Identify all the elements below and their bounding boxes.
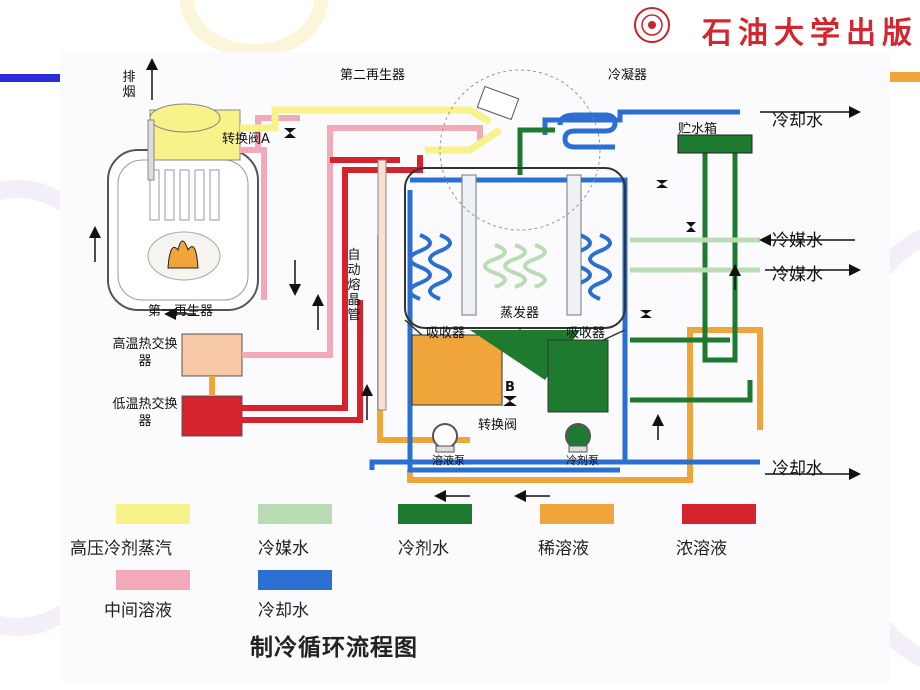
label-first-regenerator: 第一再生器: [148, 304, 214, 319]
refrigerant-sump: [547, 339, 609, 413]
label-switch-valve-a: 转换阀A: [222, 132, 270, 147]
label-valve-b: B: [505, 380, 515, 395]
exhaust-stack: [147, 119, 155, 181]
label-chilled-water-in: 冷媒水: [772, 265, 823, 285]
legend-label-2: 冷剂水: [398, 539, 449, 559]
label-switch-valve: 转换阀: [478, 418, 518, 433]
label-second-regenerator: 第二再生器: [340, 68, 406, 83]
first-regenerator: [107, 103, 259, 311]
valve-b[interactable]: [503, 396, 517, 406]
valve-right-2[interactable]: [640, 310, 652, 318]
legend-label-1: 冷媒水: [258, 539, 309, 559]
figure-caption: 制冷循环流程图: [250, 635, 418, 661]
valve-tank[interactable]: [686, 222, 696, 232]
auto-decrystallizer-tube: [377, 159, 387, 411]
cooling-water-lines: [369, 109, 760, 473]
label-absorber-left: 吸收器: [426, 326, 466, 341]
label-refrigerant-pump: 冷剂泵: [566, 454, 599, 467]
legend-label-0: 高压冷剂蒸汽: [70, 539, 172, 559]
label-evaporator: 蒸发器: [500, 306, 540, 321]
concentrated-solution-lines: [242, 155, 423, 423]
water-tank: [677, 134, 753, 154]
brand-text: 石油大学出版: [702, 16, 918, 51]
second-regenerator: [476, 85, 520, 121]
label-condenser: 冷凝器: [608, 68, 648, 83]
label-low-temp-exchanger: 低温热交换器: [112, 397, 178, 429]
legend-swatch-6: [258, 570, 332, 590]
label-auto-decrystallizer: 自动熔晶管: [347, 248, 361, 323]
legend-swatch-5: [116, 570, 190, 590]
label-water-tank: 贮水箱: [678, 122, 718, 137]
legend-swatch-0: [116, 504, 190, 524]
legend-swatch-4: [682, 504, 756, 524]
condenser-coils: [557, 112, 618, 150]
label-cooling-water-out: 冷却水: [772, 459, 823, 479]
flow-arrows: [89, 226, 741, 502]
valve-right-1[interactable]: [656, 180, 668, 188]
chilled-water-lines: [630, 237, 760, 273]
right-column: [566, 174, 582, 316]
refrigerant-pump: [565, 423, 591, 453]
label-high-temp-exchanger: 高温热交换器: [112, 337, 178, 369]
legend-label-3: 稀溶液: [538, 539, 589, 559]
title-bar-blue: [0, 74, 60, 82]
legend-swatch-3: [540, 504, 614, 524]
legend-swatch-1: [258, 504, 332, 524]
evaporator-coils: [483, 243, 547, 289]
solution-pump: [432, 423, 458, 453]
switch-valve-a[interactable]: [284, 128, 296, 138]
title-bar-orange: [868, 72, 920, 82]
university-logo: [634, 7, 670, 43]
absorber-sump-left: [411, 334, 503, 406]
intermediate-solution-lines: [240, 115, 483, 358]
second-regenerator-outline: [439, 69, 601, 231]
label-exhaust: 排烟: [122, 70, 136, 100]
label-chilled-water-out: 冷媒水: [772, 231, 823, 251]
legend-label-4: 浓溶液: [676, 539, 727, 559]
vapor-lines: [240, 106, 502, 154]
left-column: [461, 174, 477, 316]
legend-label-6: 冷却水: [258, 601, 309, 621]
label-cooling-water-in: 冷却水: [772, 111, 823, 131]
refrigerant-water-lines: [517, 127, 753, 403]
label-absorber-right: 吸收器: [566, 326, 606, 341]
high-temp-exchanger: [181, 333, 243, 377]
legend-label-5: 中间溶液: [104, 601, 172, 621]
low-temp-exchanger: [181, 395, 243, 437]
evaporator-absorber-shell: [404, 167, 626, 329]
legend-swatch-2: [398, 504, 472, 524]
label-solution-pump: 溶液泵: [432, 454, 465, 467]
